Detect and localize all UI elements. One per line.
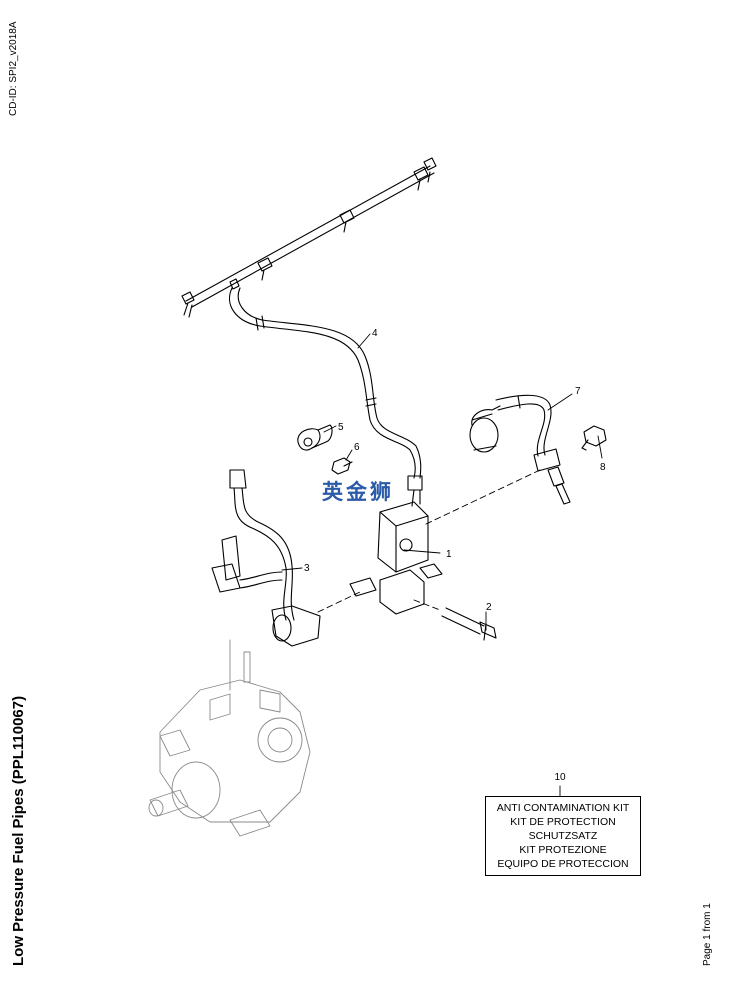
- kit-line-it: KIT PROTEZIONE: [519, 844, 607, 856]
- callout-2: 2: [486, 602, 492, 613]
- kit-line-en: ANTI CONTAMINATION KIT: [496, 802, 630, 814]
- callout-1: 1: [446, 549, 452, 560]
- watermark: 英金狮: [322, 480, 394, 504]
- pipe-4: [229, 287, 423, 491]
- callout-5: 5: [338, 422, 344, 433]
- pipe-3: [211, 469, 321, 647]
- leak-off-rail: [181, 157, 437, 318]
- assembly-leaders: [317, 469, 541, 613]
- callout-labels: 1 2 3 4 5 6 7 8: [304, 328, 606, 613]
- callout-4: 4: [372, 328, 378, 339]
- connector-block-1: [349, 489, 443, 615]
- kit-line-de: SCHUTZSATZ: [528, 830, 598, 842]
- kit-line-es: EQUIPO DE PROTECCION: [497, 858, 629, 870]
- kit-line-fr: KIT DE PROTECTION: [510, 816, 616, 828]
- clip-5: [297, 424, 333, 451]
- callout-leaders: [281, 333, 603, 631]
- callout-6: 6: [354, 442, 360, 453]
- pipe-7: [469, 394, 571, 505]
- callout-10: 10: [554, 772, 566, 783]
- callout-3: 3: [304, 563, 310, 574]
- bolt-6: [331, 457, 353, 475]
- fuel-pump-body: [148, 639, 311, 837]
- anti-contamination-kit-box: ANTI CONTAMINATION KIT KIT DE PROTECTION…: [485, 796, 641, 876]
- bolt-2: [441, 607, 497, 641]
- callout-8: 8: [600, 462, 606, 473]
- callout-7: 7: [575, 386, 581, 397]
- bolt-8: [581, 425, 607, 451]
